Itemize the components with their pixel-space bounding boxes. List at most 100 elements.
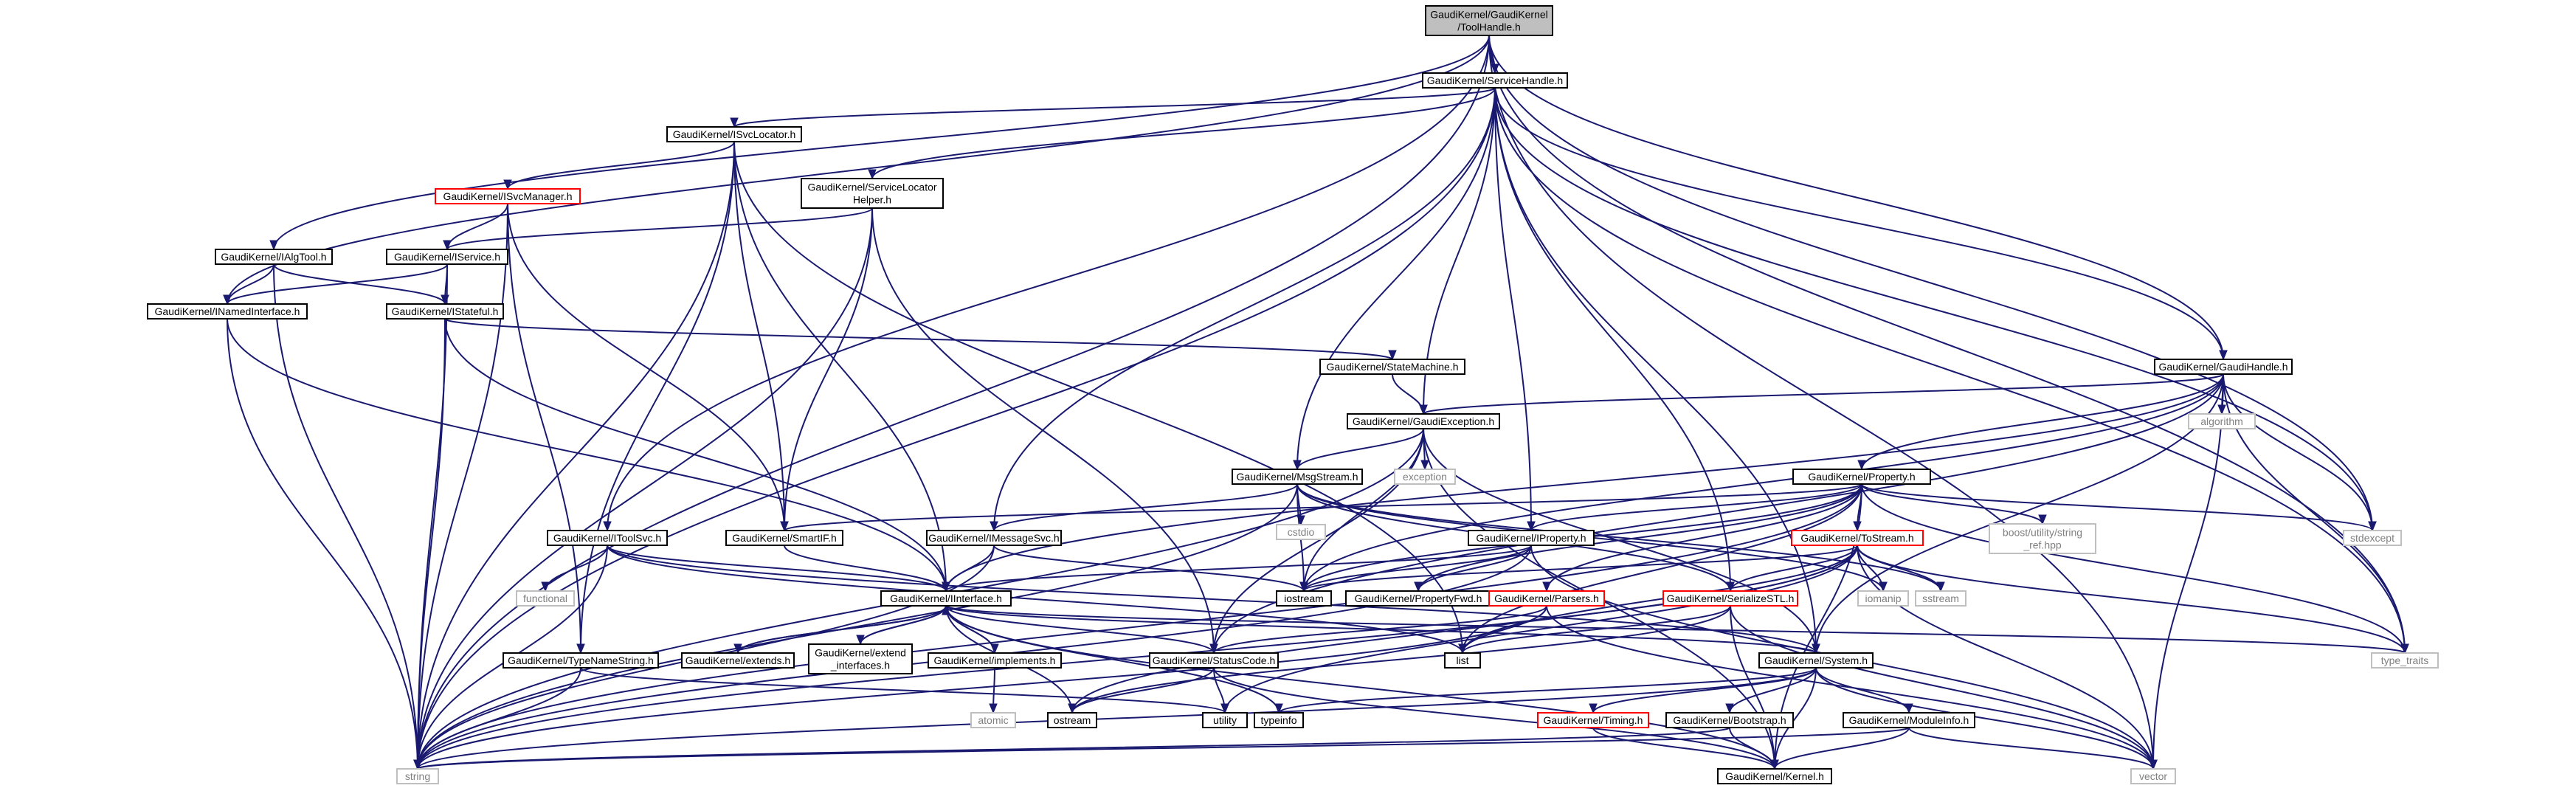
node-isvcmanager[interactable]: GaudiKernel/ISvcManager.h: [435, 188, 581, 204]
edge-property-to-smartif: [784, 483, 1862, 531]
node-servicelocatorhelper-box[interactable]: [801, 178, 944, 209]
node-gaudihandle[interactable]: GaudiKernel/GaudiHandle.h: [2154, 359, 2293, 375]
node-ostream[interactable]: ostream: [1047, 712, 1097, 728]
node-implements-box[interactable]: [928, 652, 1062, 669]
node-isvcmanager-box[interactable]: [435, 188, 581, 204]
node-extendinterfaces-box[interactable]: [808, 643, 913, 674]
node-servicehandle-box[interactable]: [1422, 72, 1568, 89]
node-statemachine-box[interactable]: [1319, 359, 1465, 375]
node-property-box[interactable]: [1792, 469, 1931, 485]
node-typenamestring[interactable]: GaudiKernel/TypeNameString.h: [503, 652, 659, 669]
node-vector: vector: [2130, 768, 2176, 784]
edge-smartif-to-iinterface: [784, 545, 947, 592]
node-serializestl[interactable]: GaudiKernel/SerializeSTL.h: [1662, 590, 1798, 607]
node-ostream-label: ostream: [1054, 714, 1091, 726]
node-extends[interactable]: GaudiKernel/extends.h: [681, 652, 795, 669]
node-iinterface-box[interactable]: [880, 590, 1012, 607]
node-isvclocator-box[interactable]: [666, 126, 802, 142]
node-inamedinterface[interactable]: GaudiKernel/INamedInterface.h: [147, 303, 308, 319]
arrowhead-istateful-to-statemachine: [1388, 350, 1397, 361]
node-list-box[interactable]: [1444, 652, 1481, 669]
node-servicehandle[interactable]: GaudiKernel/ServiceHandle.h: [1422, 72, 1568, 89]
node-property[interactable]: GaudiKernel/Property.h: [1792, 469, 1931, 485]
node-serializestl-box[interactable]: [1662, 590, 1798, 607]
node-iostream-box[interactable]: [1276, 590, 1332, 607]
node-timing[interactable]: GaudiKernel/Timing.h: [1537, 712, 1649, 728]
edge-servicehandle-to-gaudihandle: [1494, 87, 2224, 360]
node-moduleinfo-box[interactable]: [1843, 712, 1975, 728]
node-smartif-box[interactable]: [725, 530, 843, 546]
node-parsers[interactable]: GaudiKernel/Parsers.h: [1488, 590, 1605, 607]
edge-property-to-iproperty: [1530, 483, 1862, 531]
node-typenamestring-box[interactable]: [503, 652, 659, 669]
node-system-box[interactable]: [1758, 652, 1874, 669]
node-typeinfo[interactable]: typeinfo: [1254, 712, 1304, 728]
edge-typenamestring-to-string: [417, 667, 581, 770]
node-propertyfwd[interactable]: GaudiKernel/PropertyFwd.h: [1345, 590, 1491, 607]
arrowhead-servicehandle-to-isvclocator: [730, 117, 739, 128]
arrowhead-servicelocatorhelper-to-iservice: [443, 240, 452, 251]
node-utility[interactable]: utility: [1202, 712, 1248, 728]
node-ostream-box[interactable]: [1047, 712, 1097, 728]
node-toolhandle-box[interactable]: [1425, 5, 1553, 36]
node-iproperty[interactable]: GaudiKernel/IProperty.h: [1468, 530, 1595, 546]
node-kernel-box[interactable]: [1717, 768, 1832, 784]
node-iproperty-label: GaudiKernel/IProperty.h: [1476, 532, 1586, 544]
node-ialgtool-box[interactable]: [215, 249, 333, 265]
node-string: string: [396, 768, 439, 784]
node-typeinfo-box[interactable]: [1254, 712, 1304, 728]
edge-property-to-parsers: [1546, 483, 1862, 592]
node-iostream[interactable]: iostream: [1276, 590, 1332, 607]
arrowhead-system-to-moduleinfo: [1905, 703, 1913, 714]
node-timing-box[interactable]: [1537, 712, 1649, 728]
node-statuscode-box[interactable]: [1149, 652, 1279, 669]
edge-isvclocator-to-typenamestring: [580, 141, 735, 654]
node-iinterface[interactable]: GaudiKernel/IInterface.h: [880, 590, 1012, 607]
node-statuscode[interactable]: GaudiKernel/StatusCode.h: [1149, 652, 1279, 669]
node-tostream-box[interactable]: [1791, 530, 1924, 546]
node-gaudiexception[interactable]: GaudiKernel/GaudiException.h: [1347, 413, 1500, 429]
node-iservice[interactable]: GaudiKernel/IService.h: [386, 249, 508, 265]
node-imessagesvc-box[interactable]: [926, 530, 1062, 546]
node-utility-box[interactable]: [1202, 712, 1248, 728]
node-system[interactable]: GaudiKernel/System.h: [1758, 652, 1874, 669]
node-iproperty-box[interactable]: [1468, 530, 1595, 546]
node-gaudihandle-box[interactable]: [2154, 359, 2293, 375]
edge-gaudihandle-to-iostream: [1303, 373, 2224, 592]
node-itoolsvc[interactable]: GaudiKernel/IToolSvc.h: [547, 530, 668, 546]
node-moduleinfo[interactable]: GaudiKernel/ModuleInfo.h: [1843, 712, 1975, 728]
node-istateful-box[interactable]: [386, 303, 504, 319]
node-implements[interactable]: GaudiKernel/implements.h: [928, 652, 1062, 669]
node-itoolsvc-box[interactable]: [547, 530, 668, 546]
node-gaudiexception-box[interactable]: [1347, 413, 1500, 429]
edge-system-to-vector: [1815, 667, 2154, 770]
node-extends-box[interactable]: [681, 652, 795, 669]
node-boostref: boost/utility/string_ref.hpp: [1989, 523, 2096, 554]
edge-statuscode-to-ostream: [1071, 667, 1215, 714]
node-istateful[interactable]: GaudiKernel/IStateful.h: [386, 303, 504, 319]
edge-tostream-to-iostream: [1303, 545, 1858, 592]
node-msgstream[interactable]: GaudiKernel/MsgStream.h: [1232, 469, 1363, 485]
node-bootstrap-box[interactable]: [1665, 712, 1794, 728]
node-statemachine[interactable]: GaudiKernel/StateMachine.h: [1319, 359, 1465, 375]
edge-iinterface-to-statuscode: [945, 605, 1215, 654]
node-inamedinterface-box[interactable]: [147, 303, 308, 319]
header-nodes: GaudiKernel/GaudiKernel/ToolHandle.hGaud…: [147, 5, 2439, 784]
node-bootstrap[interactable]: GaudiKernel/Bootstrap.h: [1665, 712, 1794, 728]
node-imessagesvc[interactable]: GaudiKernel/IMessageSvc.h: [926, 530, 1062, 546]
node-isvclocator[interactable]: GaudiKernel/ISvcLocator.h: [666, 126, 802, 142]
node-toolhandle[interactable]: GaudiKernel/GaudiKernel/ToolHandle.h: [1425, 5, 1553, 36]
node-msgstream-box[interactable]: [1232, 469, 1363, 485]
node-smartif[interactable]: GaudiKernel/SmartIF.h: [725, 530, 843, 546]
node-tostream[interactable]: GaudiKernel/ToStream.h: [1791, 530, 1924, 546]
node-iservice-box[interactable]: [386, 249, 508, 265]
edge-iinterface-to-system: [945, 605, 1817, 654]
node-ialgtool[interactable]: GaudiKernel/IAlgTool.h: [215, 249, 333, 265]
node-kernel[interactable]: GaudiKernel/Kernel.h: [1717, 768, 1832, 784]
arrowhead-iservice-to-inamedinterface: [223, 294, 232, 305]
node-exception-box: [1394, 469, 1456, 485]
node-extendinterfaces[interactable]: GaudiKernel/extend_interfaces.h: [808, 643, 913, 674]
node-parsers-box[interactable]: [1488, 590, 1605, 607]
node-list[interactable]: list: [1444, 652, 1481, 669]
